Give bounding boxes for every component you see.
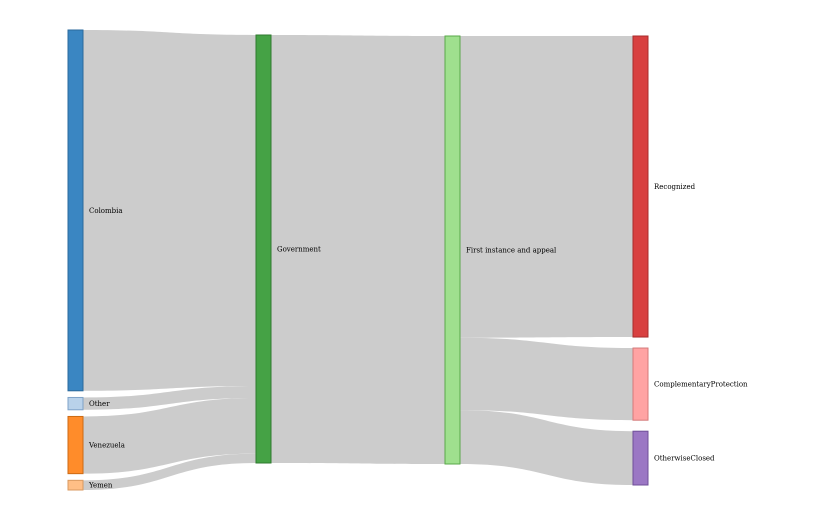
link-colombia-to-government bbox=[83, 30, 256, 391]
node-label-first-instance-and-appeal: First instance and appeal bbox=[466, 247, 557, 255]
link-yemen-to-government bbox=[83, 453, 256, 490]
node-label-venezuela: Venezuela bbox=[88, 442, 125, 450]
node-recognized bbox=[632, 35, 649, 338]
sankey-links bbox=[83, 30, 633, 490]
link-venezuela-to-government bbox=[83, 397, 256, 474]
link-first-instance-and-appeal-to-recognized bbox=[460, 36, 633, 338]
node-first-instance-and-appeal bbox=[444, 35, 461, 465]
node-label-colombia: Colombia bbox=[89, 207, 123, 215]
node-label-other: Other bbox=[89, 400, 110, 408]
node-colombia bbox=[67, 29, 84, 392]
link-first-instance-and-appeal-to-otherwiseclosed bbox=[460, 410, 633, 485]
node-complementaryprotection bbox=[632, 347, 649, 421]
node-label-complementaryprotection: ComplementaryProtection bbox=[654, 381, 748, 389]
node-venezuela bbox=[67, 415, 84, 475]
link-first-instance-and-appeal-to-complementaryprotection bbox=[460, 337, 633, 421]
node-label-otherwiseclosed: OtherwiseClosed bbox=[654, 455, 715, 463]
node-label-government: Government bbox=[277, 246, 321, 254]
node-label-yemen: Yemen bbox=[88, 482, 113, 490]
node-government bbox=[255, 34, 272, 464]
node-other bbox=[67, 396, 84, 411]
node-yemen bbox=[67, 479, 84, 491]
link-other-to-government bbox=[83, 385, 256, 410]
sankey-nodes bbox=[67, 29, 649, 491]
node-label-recognized: Recognized bbox=[654, 183, 696, 191]
link-government-to-first-instance-and-appeal bbox=[271, 35, 445, 464]
node-otherwiseclosed bbox=[632, 430, 649, 486]
